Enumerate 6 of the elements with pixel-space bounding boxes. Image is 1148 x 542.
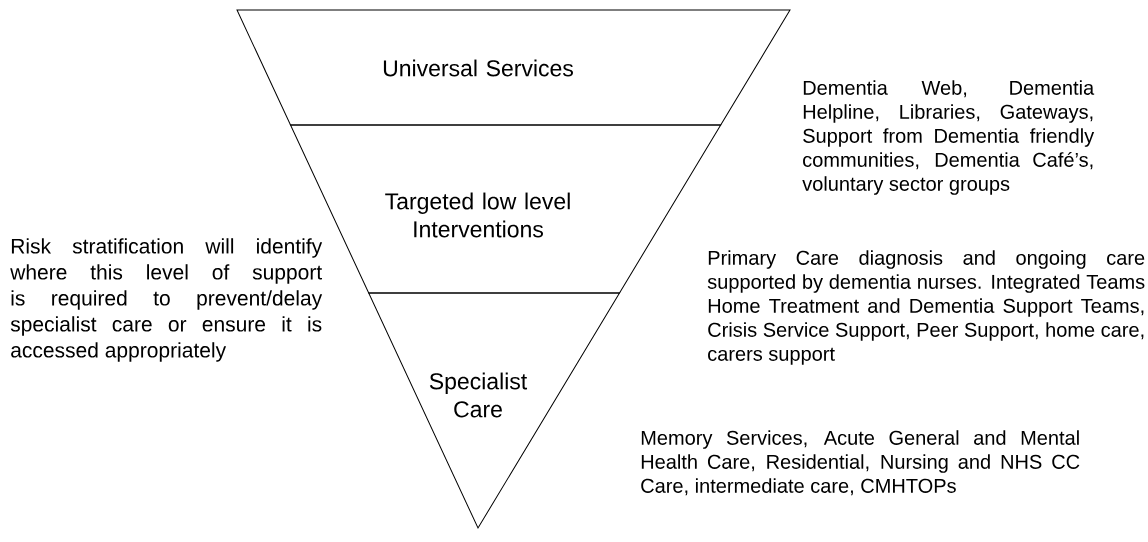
description-text: Memory Services, Acute General and Mental Health Care, Residential, Nursing and NHS CC Care, intermediate care, CMHTOPs xyxy=(641,430,1080,496)
note-text: Risk stratification will identify where this level of support is required to prevent/delay specialist care or ensure it is accessed appropriately xyxy=(10,238,323,362)
description-text: Primary Care diagnosis and ongoing care supported by dementia nurses. Integrated Teams Home Treatment and Dementia Support Teams, Crisis Service Support, Peer Support, home care, carers support xyxy=(707,250,1145,365)
pyramid-band: Specialist Care xyxy=(368,292,620,529)
pyramid-band: Universal Services xyxy=(236,9,791,126)
description-text: Dementia Web, Dementia Helpline, Libraries, Gateways, Support from Dementia friendly communities, Dementia Café’s, voluntary sector groups xyxy=(802,80,1095,195)
